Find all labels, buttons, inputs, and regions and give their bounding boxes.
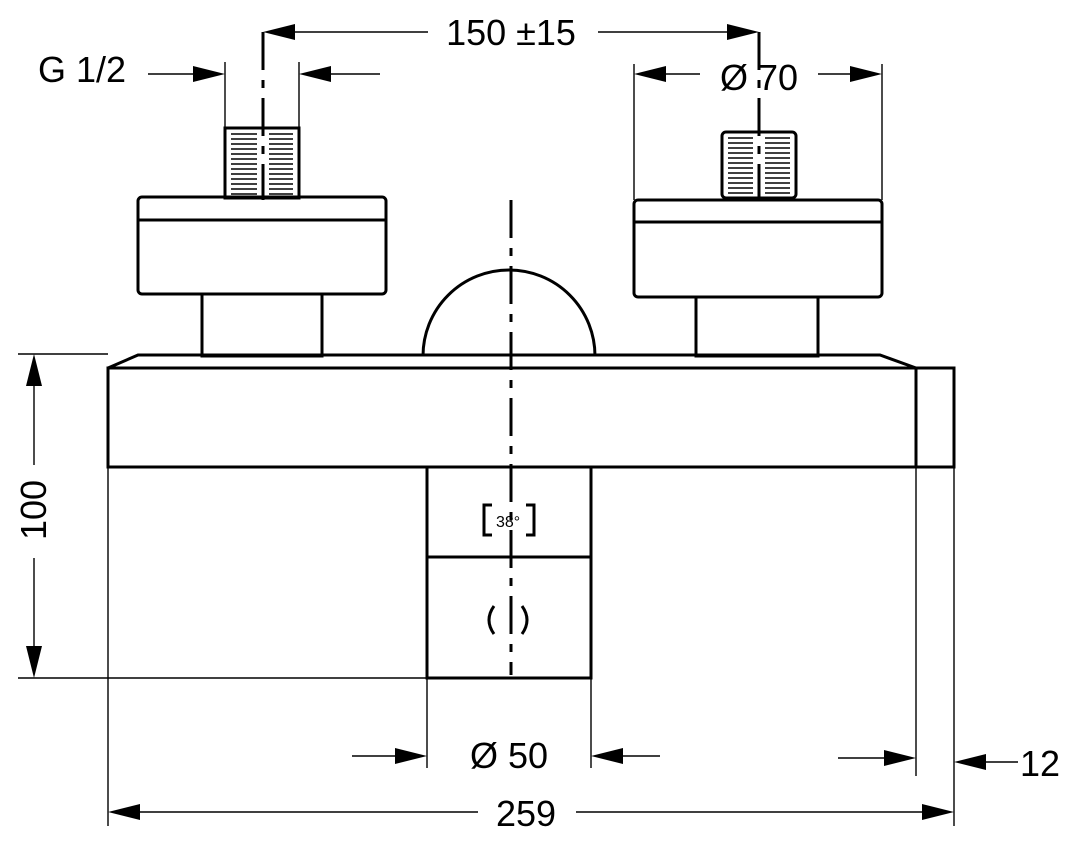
wall-plate [914,366,956,469]
dimension-wall-plate: 12 [838,467,1060,784]
dimension-thread-size: G 1/2 [38,49,380,128]
temperature-marking: 38° [482,503,536,537]
dimension-height: 100 [13,353,427,679]
dimension-handle-diameter: Ø 70 [633,57,883,200]
center-lines [261,32,761,675]
inlet-spacing-label: 150 ±15 [446,12,576,53]
left-handle-stem [200,292,324,358]
handle-diameter-label: Ø 70 [720,57,798,98]
wall-plate-label: 12 [1020,743,1060,784]
dimension-total-width: 259 [107,467,955,834]
left-handle [136,126,388,358]
body-diameter-label: Ø 50 [470,735,548,776]
height-label: 100 [13,480,54,540]
center-dome [421,268,597,357]
right-handle-stem [694,295,820,358]
dimension-body-diameter: Ø 50 [352,678,660,776]
thread-size-label: G 1/2 [38,49,126,90]
temperature-label: 38° [496,514,520,531]
left-handle-cap [136,195,388,296]
right-handle-cap [632,198,884,299]
main-body [106,353,956,469]
thermostat-body [425,465,593,680]
total-width-label: 259 [496,793,556,834]
flow-symbol [487,605,529,635]
dimension-inlet-spacing: 150 ±15 [263,12,759,53]
